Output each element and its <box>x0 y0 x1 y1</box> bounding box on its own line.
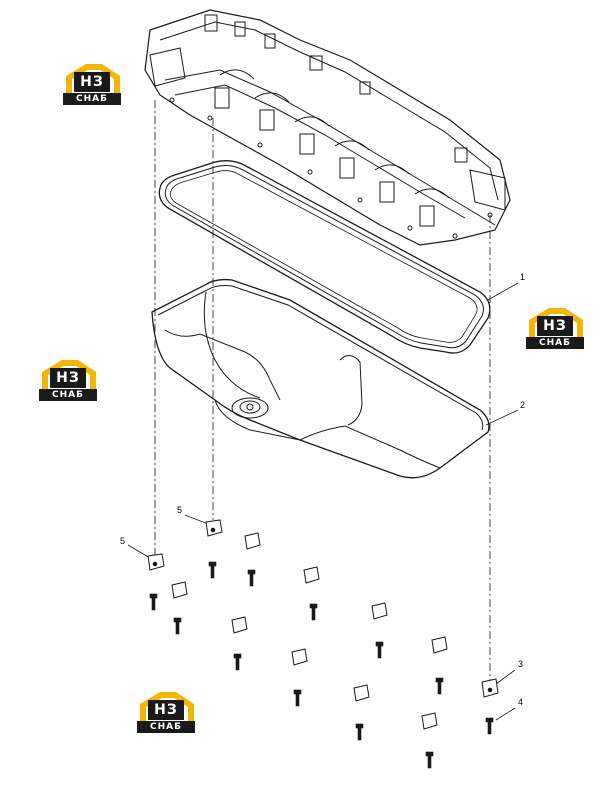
callout-3: 3 <box>518 659 524 669</box>
watermark-letters: НЗ <box>148 700 184 720</box>
callout-5-upper: 5 <box>177 505 183 515</box>
watermark-logo: НЗ СНАБ <box>62 62 124 110</box>
leader-lines <box>127 282 519 721</box>
bracket-group <box>147 519 499 730</box>
callout-5-lower: 5 <box>120 536 126 546</box>
watermark-word: СНАБ <box>137 721 195 733</box>
house-logo-icon <box>529 308 583 338</box>
bracket-5-upper <box>205 519 223 537</box>
alignment-lines <box>154 100 491 680</box>
bolt-group <box>149 561 494 769</box>
house-logo-icon <box>42 360 96 390</box>
callout-2: 2 <box>520 400 526 410</box>
house-logo-icon <box>140 692 194 722</box>
watermark-letters: НЗ <box>74 72 110 92</box>
callout-4: 4 <box>518 697 524 707</box>
bracket-5-lower <box>147 553 165 571</box>
oil-pan <box>151 278 490 479</box>
bolt-4 <box>485 717 494 735</box>
watermark-word: СНАБ <box>526 337 584 349</box>
bracket-3 <box>481 678 499 698</box>
callout-1: 1 <box>520 272 526 282</box>
engine-block <box>144 9 511 246</box>
oil-pan-gasket <box>158 160 491 354</box>
watermark-logo: НЗ СНАБ <box>136 690 198 738</box>
watermark-letters: НЗ <box>50 368 86 388</box>
watermark-logo: НЗ СНАБ <box>38 358 100 406</box>
watermark-word: СНАБ <box>39 389 97 401</box>
house-logo-icon <box>66 64 120 94</box>
watermark-logo: НЗ СНАБ <box>525 306 587 354</box>
watermark-letters: НЗ <box>537 316 573 336</box>
watermark-word: СНАБ <box>63 93 121 105</box>
